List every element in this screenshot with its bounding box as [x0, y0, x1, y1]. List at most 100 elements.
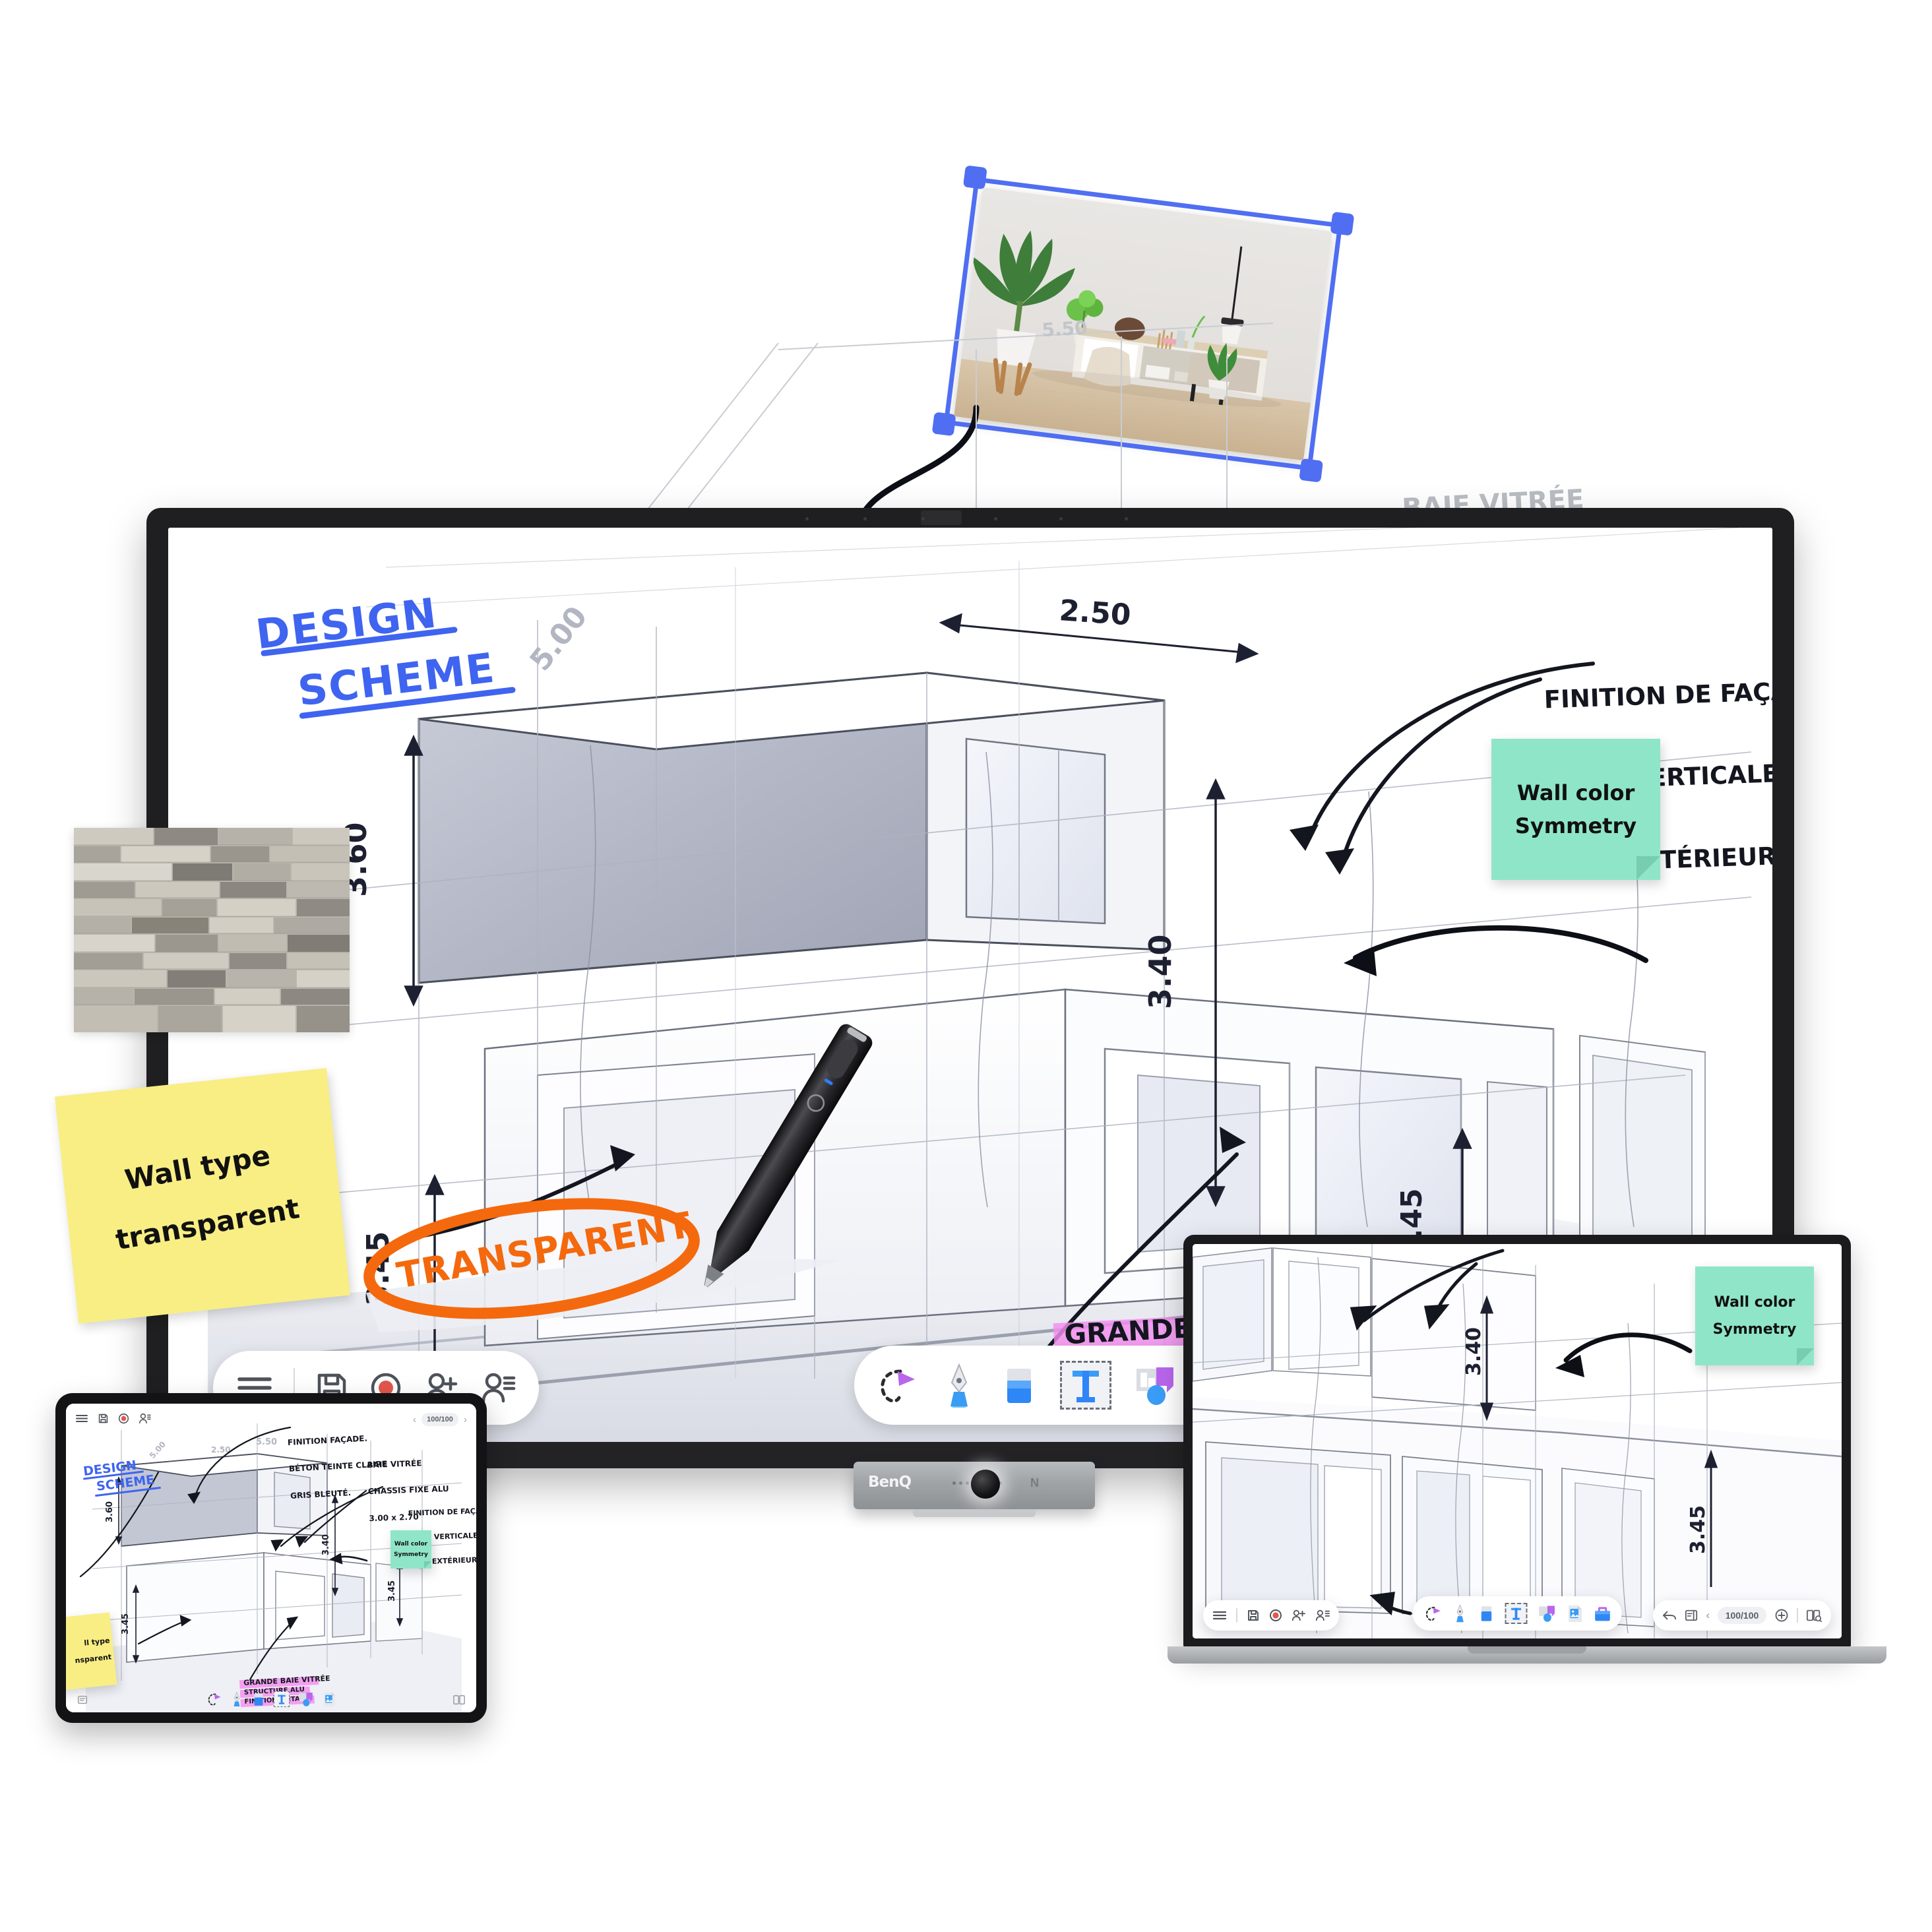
wall-color-arrow [1344, 925, 1648, 976]
lasso-select-icon[interactable] [1423, 1604, 1442, 1623]
sticky-line: Symmetry [1712, 1321, 1797, 1338]
tablet-tools-toolbar[interactable] [206, 1691, 336, 1707]
tablet-screen[interactable]: 3.60 3.45 3.40 3.45 5.50 2.50 5.00 [66, 1404, 476, 1712]
svg-text:3.60: 3.60 [105, 1501, 115, 1522]
shapes-icon[interactable] [1538, 1604, 1557, 1623]
lasso-select-icon[interactable] [206, 1691, 222, 1707]
user-list-icon[interactable] [139, 1413, 151, 1424]
undo-icon[interactable] [1662, 1609, 1677, 1621]
laptop-right-toolbar[interactable]: ‹ 100/100 [1653, 1600, 1831, 1631]
sticky-note-text: Wall color Symmetry [1491, 739, 1660, 880]
save-icon[interactable] [98, 1413, 109, 1424]
image-icon[interactable] [323, 1691, 336, 1707]
resize-handle-top-left[interactable] [962, 165, 987, 190]
tablet-device: 3.60 3.45 3.40 3.45 5.50 2.50 5.00 [55, 1393, 487, 1723]
laptop-sketch: 3.40 3.45 [1193, 1244, 1842, 1638]
pen-icon[interactable] [940, 1363, 978, 1408]
sticky-note-text: Wall type transparent [48, 1060, 357, 1332]
eraser-icon[interactable] [252, 1691, 265, 1707]
resize-handle-top-right[interactable] [1330, 211, 1355, 236]
sticky-note-wall-type[interactable]: Wall type transparent [55, 1068, 350, 1324]
dimension-label-5-00: 5.00 [523, 600, 594, 677]
text-tool-icon[interactable] [274, 1691, 290, 1707]
transparent-annotation: TRANSPARENT [357, 1194, 706, 1319]
record-icon[interactable] [1269, 1609, 1282, 1622]
svg-text:3.45: 3.45 [121, 1613, 131, 1635]
next-page-button[interactable]: › [464, 1414, 467, 1425]
toolbar-divider [294, 1368, 295, 1408]
menu-icon[interactable] [1212, 1610, 1227, 1621]
shapes-icon[interactable] [1134, 1363, 1177, 1407]
menu-icon[interactable] [75, 1414, 88, 1423]
sticky-line: Wall color [1516, 780, 1635, 806]
add-page-icon[interactable] [1774, 1608, 1789, 1623]
benq-camera-bar: BenQ N [854, 1462, 1095, 1517]
tablet-sketch: 3.60 3.45 3.40 3.45 5.50 2.50 5.00 [66, 1404, 476, 1712]
nfc-icon: N [1030, 1476, 1039, 1489]
lasso-select-icon[interactable] [874, 1363, 918, 1407]
tablet-design-scheme: DESIGN SCHEME [82, 1458, 161, 1497]
tablet-sticky-wall-color[interactable]: Wall color Symmetry [390, 1530, 431, 1569]
page-counter[interactable]: 100/100 [1718, 1607, 1766, 1624]
tablet-left-toolbar[interactable] [75, 1413, 151, 1424]
svg-text:2.50: 2.50 [211, 1445, 231, 1454]
overflow-dimension-lines: 5.50 [633, 317, 1274, 528]
user-list-icon[interactable] [480, 1371, 516, 1405]
panel-microphone-array [805, 513, 1168, 522]
sticky-fold-corner [1636, 856, 1660, 880]
design-scheme-annotation: DESIGN SCHEME [253, 588, 516, 719]
svg-text:3.45: 3.45 [387, 1580, 397, 1602]
pen-icon[interactable] [1452, 1604, 1468, 1623]
laptop-wall-color-arrow [1555, 1332, 1693, 1377]
svg-text:5.50: 5.50 [256, 1437, 277, 1447]
text-tool-icon[interactable] [1505, 1603, 1528, 1624]
toolbox-icon[interactable] [1594, 1605, 1611, 1623]
laptop-dimension-3-40: 3.40 [1462, 1327, 1485, 1376]
eraser-icon[interactable] [1479, 1604, 1495, 1623]
save-icon[interactable] [1247, 1609, 1260, 1622]
laptop-left-toolbar[interactable] [1203, 1600, 1339, 1631]
sticky-line: Wall color [1714, 1294, 1795, 1311]
record-icon[interactable] [118, 1413, 129, 1424]
page-view-icon[interactable] [452, 1694, 466, 1706]
text-tool-icon[interactable] [1060, 1361, 1111, 1410]
tablet-sticky-wall-type[interactable]: ll type nsparent [66, 1612, 117, 1693]
laptop-screen[interactable]: 3.40 3.45 Wall color [1193, 1244, 1842, 1638]
user-list-icon[interactable] [1315, 1609, 1330, 1622]
laptop-device: 3.40 3.45 Wall color [1168, 1235, 1886, 1697]
dimension-label-5-50: 5.50 [1042, 317, 1088, 341]
laptop-base-notch [1468, 1646, 1586, 1654]
stone-texture-swatch[interactable] [74, 828, 350, 1032]
dimension-label-2-50: 2.50 [1058, 594, 1132, 632]
page-counter[interactable]: 100/100 [421, 1413, 458, 1426]
prev-page-button[interactable]: ‹ [1706, 1609, 1710, 1621]
svg-text:3.40: 3.40 [321, 1534, 331, 1555]
shapes-icon[interactable] [298, 1691, 314, 1707]
camera-bar-stand [913, 1509, 1036, 1517]
whiteboard-canvas[interactable]: 3.60 3.45 3.40 3.45 2.50 5.00 DESIGN SCH… [168, 528, 1772, 1443]
eraser-icon[interactable] [1001, 1363, 1038, 1407]
page-view-icon[interactable] [1806, 1608, 1822, 1623]
image-icon[interactable] [1567, 1604, 1584, 1623]
sticky-line: Symmetry [1514, 813, 1637, 838]
benq-logo: BenQ [868, 1474, 912, 1491]
dimension-label-3-40: 3.40 [1142, 935, 1178, 1010]
stylus-pen[interactable] [683, 1013, 885, 1300]
sticky-note-wall-color[interactable]: Wall color Symmetry [1491, 739, 1660, 880]
pen-icon[interactable] [230, 1691, 243, 1707]
panel-sensor [921, 511, 962, 525]
sticky-line: transparent [113, 1192, 302, 1257]
laptop-sticky-wall-color[interactable]: Wall color Symmetry [1695, 1266, 1814, 1365]
facade-pointer-arrows [1290, 662, 1595, 875]
sticky-line: Wall type [122, 1138, 273, 1197]
add-user-icon[interactable] [1292, 1609, 1306, 1622]
panel-icon[interactable] [1685, 1609, 1698, 1622]
toolbar-divider [1797, 1608, 1798, 1623]
orange-ellipse [363, 1198, 700, 1319]
tablet-page-nav[interactable]: ‹ 100/100 › [413, 1413, 467, 1426]
prev-page-button[interactable]: ‹ [413, 1414, 416, 1425]
notes-icon[interactable] [77, 1694, 88, 1706]
camera-lens-icon [971, 1470, 1000, 1499]
laptop-tools-toolbar[interactable] [1412, 1596, 1622, 1631]
